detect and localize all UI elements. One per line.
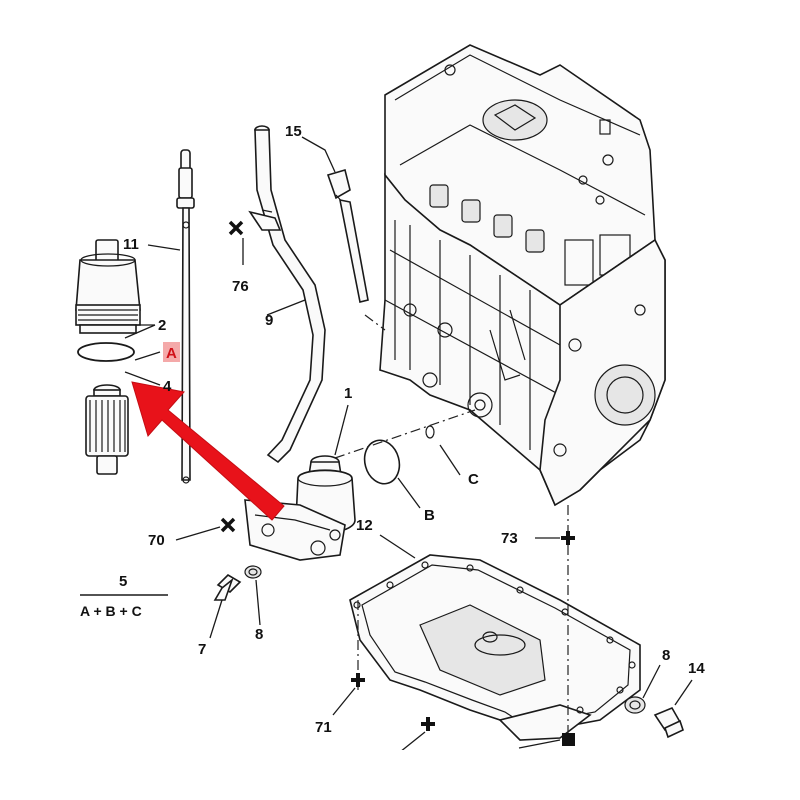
o-ring-seal	[77, 342, 135, 362]
oil-filter-element	[85, 384, 129, 475]
oil-sump	[349, 554, 641, 741]
label-70: 70	[148, 532, 165, 549]
label-a: A	[166, 345, 177, 362]
oil-filler-tube	[248, 125, 326, 464]
label-4: 4	[163, 378, 172, 395]
torque-marker-76	[228, 220, 244, 236]
gasket-b	[363, 439, 401, 485]
drain-plug-washer	[624, 696, 646, 714]
label-9: 9	[265, 312, 273, 329]
oil-filter-cap	[75, 239, 141, 334]
label-12: 12	[356, 517, 373, 534]
engine-block	[379, 44, 666, 507]
label-11: 11	[123, 236, 139, 253]
label-b: B	[424, 507, 435, 524]
square-marker-74	[562, 733, 575, 746]
label-14: 14	[688, 660, 705, 677]
sealing-washer	[244, 565, 262, 579]
label-76: 76	[232, 278, 249, 295]
tighten-marker-73	[561, 531, 575, 545]
label-73: 73	[501, 530, 518, 547]
label-15: 15	[285, 123, 302, 140]
label-7: 7	[198, 641, 206, 658]
dipstick	[176, 149, 195, 484]
torque-marker-70	[220, 517, 236, 533]
seal-c	[425, 425, 435, 439]
label-2: 2	[158, 317, 166, 334]
label-c: C	[468, 471, 479, 488]
formula-label: A + B + C	[80, 603, 142, 619]
label-a-highlight	[163, 342, 180, 362]
label-8-left: 8	[255, 626, 263, 643]
leader-lines	[80, 136, 693, 753]
banjo-bolt	[213, 573, 242, 601]
label-8-right: 8	[662, 647, 670, 664]
label-1: 1	[344, 385, 352, 402]
tighten-marker-71a	[351, 673, 365, 687]
oil-sender-tube	[326, 168, 369, 303]
label-5: 5	[119, 573, 127, 590]
red-callout-arrow	[131, 381, 285, 521]
label-71: 71	[315, 719, 332, 736]
tighten-marker-71b	[421, 717, 435, 731]
drain-plug	[653, 706, 684, 739]
